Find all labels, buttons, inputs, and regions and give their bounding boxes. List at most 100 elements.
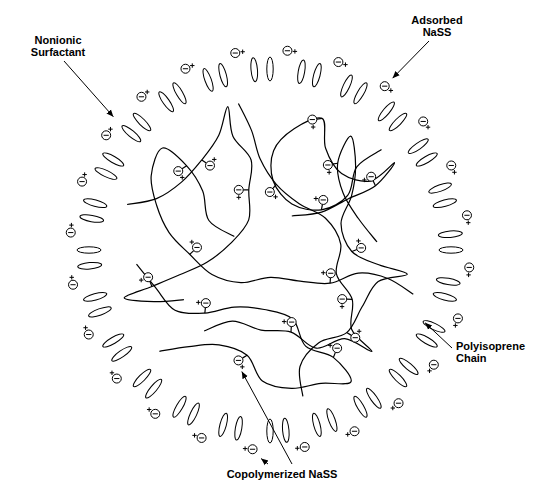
surfactant-molecule [339, 74, 355, 98]
sulfonate-anion [334, 58, 343, 67]
sulfonate-anion [102, 131, 111, 140]
plus-sign [85, 326, 86, 330]
sulfonate-anion [326, 269, 335, 278]
minus-sign [310, 119, 315, 120]
surfactant-molecule [352, 81, 370, 105]
sulfonate-anion [429, 360, 438, 369]
sulfonate-anion [84, 330, 93, 339]
polyisoprene-chains [124, 103, 413, 396]
plus-sign [359, 329, 360, 333]
plus-sign [214, 157, 215, 161]
pendant-bond [202, 160, 207, 163]
surfactant-molecule [325, 408, 339, 433]
minus-sign [153, 413, 158, 414]
plus-sign [71, 275, 72, 279]
plus-sign [71, 223, 72, 227]
surfactant-molecule [101, 332, 125, 350]
surfactant-molecule [438, 230, 462, 238]
sulfonate-anion [380, 82, 389, 91]
plus-sign [198, 300, 199, 304]
surfactant-molecule [415, 151, 439, 169]
pendant-bond [150, 281, 152, 286]
minus-sign [194, 247, 199, 248]
sulfonate-anion [338, 295, 347, 304]
pendant-bond [243, 189, 248, 190]
plus-sign [194, 433, 195, 437]
minus-sign [70, 284, 75, 285]
minus-sign [114, 378, 119, 379]
surfactant-layer [77, 57, 463, 443]
surfactant-molecule [432, 291, 457, 303]
sulfonate-anion [151, 409, 160, 418]
sulfonate-anion [78, 177, 87, 186]
surfactant-molecule [311, 63, 323, 88]
polyisoprene-chain [124, 107, 252, 302]
sulfonate-anion [69, 280, 78, 289]
minus-sign [455, 318, 460, 319]
minus-sign [325, 164, 330, 165]
pendant-bond [352, 250, 357, 252]
sulfonate-anion [234, 185, 243, 194]
plus-sign [468, 220, 469, 224]
callout-label: Copolymerized NaSS [212, 468, 352, 480]
minus-sign [207, 165, 212, 166]
minus-sign [250, 449, 255, 450]
surfactant-molecule [131, 367, 152, 388]
sulfonate-anion [319, 195, 328, 204]
minus-sign [68, 232, 73, 233]
surfactant-molecule [428, 181, 453, 195]
sulfonate-anion [465, 263, 474, 272]
leader-lines [64, 41, 452, 464]
surfactant-molecule [267, 57, 273, 81]
minus-sign [233, 53, 238, 54]
minus-sign [340, 299, 345, 300]
plus-sign [111, 371, 112, 375]
sulfonate-anion [283, 46, 292, 55]
plus-sign [191, 240, 192, 244]
surfactant-molecule [282, 418, 290, 442]
sulfonate-anion [308, 115, 317, 124]
plus-sign [347, 432, 348, 436]
surfactant-molecule [143, 377, 163, 399]
plus-sign [364, 178, 365, 182]
surfactant-molecule [311, 412, 323, 437]
pendant-bond [347, 299, 352, 300]
leader-line [393, 41, 429, 78]
surfactant-molecule [94, 166, 118, 182]
surfactant-molecule [439, 247, 463, 253]
surfactant-molecule [171, 81, 189, 105]
sulfonate-anion [394, 399, 403, 408]
pendant-bond [204, 308, 206, 313]
plus-sign [342, 304, 343, 308]
surfactant-molecule [186, 402, 202, 426]
plus-sign [245, 446, 246, 450]
surfactant-molecule [88, 305, 113, 319]
callout-label: Nonionic Surfactant [24, 34, 92, 58]
plus-sign [468, 273, 469, 277]
pendant-bond [190, 251, 194, 255]
sulfonate-anion [197, 433, 206, 442]
minus-sign [359, 247, 364, 248]
minus-sign [449, 165, 454, 166]
surfactant-molecule [422, 319, 446, 335]
minus-sign [382, 86, 387, 87]
sulfonate-anion [357, 243, 366, 252]
surfactant-molecule [415, 332, 439, 350]
pendant-bond [321, 204, 322, 209]
plus-sign [242, 50, 243, 54]
sulfonate-anion [205, 161, 214, 170]
minus-sign [352, 431, 357, 432]
surfactant-molecule [352, 395, 370, 419]
callout-label: Polyisoprene Chain [456, 340, 532, 364]
pendant-bond [373, 181, 375, 186]
plus-sign [429, 369, 430, 373]
pendant-bond [347, 333, 352, 336]
sulfonate-anion [300, 442, 309, 451]
minus-sign [289, 322, 294, 323]
minus-sign [146, 277, 151, 278]
minus-sign [353, 337, 358, 338]
surfactant-molecule [77, 247, 101, 253]
plus-sign [238, 195, 239, 199]
surfactant-molecule [432, 197, 457, 209]
sulfonate-anion [174, 167, 183, 176]
